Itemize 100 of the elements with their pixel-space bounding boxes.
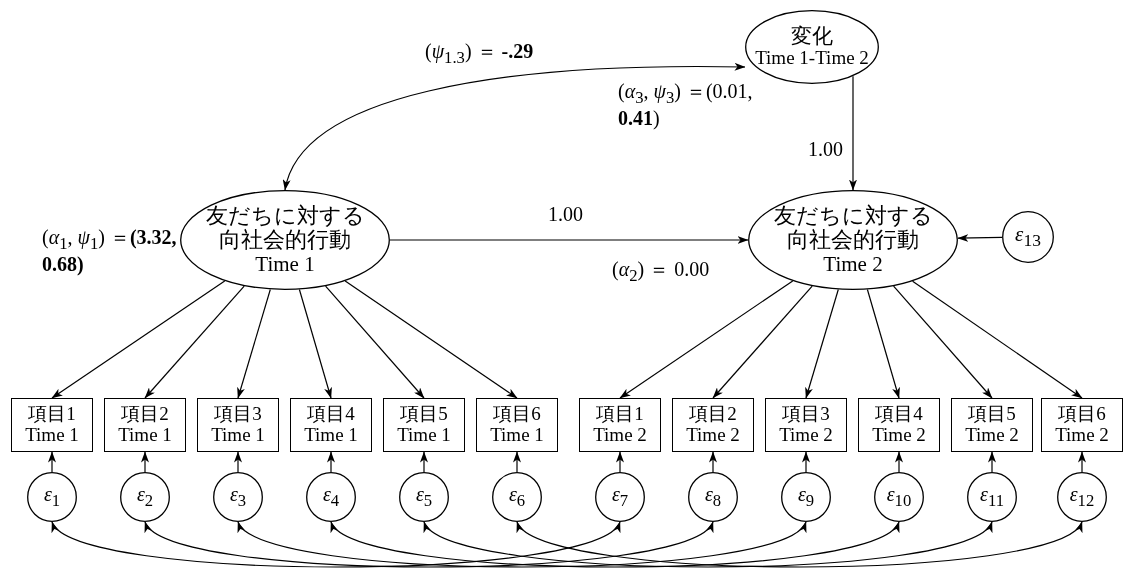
item-label: Time 1 — [25, 425, 79, 446]
path-arrow — [709, 451, 717, 473]
covariance-arrow — [237, 521, 807, 568]
error-label: ε$_{12}$ — [1069, 483, 1095, 511]
path-arrow — [866, 288, 900, 399]
latent-variable-ellipse — [745, 10, 879, 84]
item-label: 項目6 — [1058, 404, 1106, 425]
error-label: ε$_{13}$ — [1015, 223, 1041, 251]
edge-label: 1.00 — [808, 138, 843, 161]
path-arrow — [51, 280, 226, 399]
item-label: 項目3 — [214, 404, 262, 425]
covariance-arrow — [144, 521, 714, 568]
path-arrow — [802, 451, 810, 473]
path-arrow — [893, 285, 993, 399]
variable-label: Time 1 — [255, 252, 315, 276]
error-term-circle — [781, 472, 831, 522]
error-term-circle — [1057, 472, 1107, 522]
item-label: 項目2 — [689, 404, 737, 425]
item-label: 項目6 — [493, 404, 541, 425]
path-arrow — [234, 451, 242, 473]
path-arrow — [389, 236, 749, 244]
item-label: 項目5 — [400, 404, 448, 425]
item-label: 項目3 — [782, 404, 830, 425]
item-box — [197, 398, 279, 452]
covariance-arrow — [284, 62, 746, 191]
error-term-circle — [688, 472, 738, 522]
variable-label: 友だちに対する向社会的行動 — [204, 204, 366, 253]
item-label: 項目1 — [28, 404, 76, 425]
item-label: Time 1 — [490, 425, 544, 446]
error-label: ε$_{7}$ — [611, 483, 629, 511]
path-arrow — [513, 451, 521, 473]
error-term-circle — [1002, 211, 1054, 263]
edge-label: (ψ$_{1.3}$) ＝ -.29 — [425, 40, 534, 68]
item-label: 項目2 — [121, 404, 169, 425]
path-arrow — [619, 280, 794, 399]
item-box — [672, 398, 754, 452]
item-box — [951, 398, 1033, 452]
item-label: Time 2 — [686, 425, 740, 446]
item-label: Time 1 — [397, 425, 451, 446]
item-box — [290, 398, 372, 452]
path-arrow — [805, 288, 839, 399]
item-label: Time 1 — [118, 425, 172, 446]
variable-label: 友だちに対する向社会的行動 — [772, 204, 934, 253]
error-label: ε$_{3}$ — [229, 483, 247, 511]
path-arrow — [141, 451, 149, 473]
path-arrow — [616, 451, 624, 473]
path-arrow — [957, 234, 1003, 242]
latent-variable-ellipse — [748, 190, 958, 290]
path-arrow — [327, 451, 335, 473]
error-label: ε$_{10}$ — [886, 483, 912, 511]
error-term-circle — [967, 472, 1017, 522]
item-label: Time 2 — [965, 425, 1019, 446]
error-term-circle — [213, 472, 263, 522]
item-label: Time 2 — [593, 425, 647, 446]
item-box — [11, 398, 93, 452]
error-label: ε$_{1}$ — [43, 483, 61, 511]
item-box — [765, 398, 847, 452]
item-box — [476, 398, 558, 452]
error-term-circle — [306, 472, 356, 522]
path-arrow — [298, 288, 332, 399]
parameter-label: (α$_{1}$, ψ$_{1}$) ＝(3.32, 0.68) — [42, 226, 178, 277]
path-arrow — [325, 285, 425, 399]
variable-label: Time 1-Time 2 — [755, 48, 869, 69]
error-term-circle — [399, 472, 449, 522]
covariance-arrow — [423, 521, 993, 568]
error-label: ε$_{5}$ — [415, 483, 433, 511]
path-arrow — [144, 285, 245, 399]
path-arrow — [1078, 451, 1086, 473]
parameter-label: (α$_{3}$, ψ$_{3}$) ＝(0.01, 0.41) — [618, 80, 754, 131]
error-term-circle — [27, 472, 77, 522]
error-label: ε$_{8}$ — [704, 483, 722, 511]
item-label: Time 1 — [304, 425, 358, 446]
item-label: 項目4 — [307, 404, 355, 425]
item-label: Time 2 — [872, 425, 926, 446]
edge-label: 1.00 — [548, 203, 583, 226]
path-arrow — [849, 75, 857, 191]
error-term-circle — [492, 472, 542, 522]
path-arrow — [420, 451, 428, 473]
path-arrow — [712, 285, 813, 399]
error-term-circle — [120, 472, 170, 522]
item-label: Time 1 — [211, 425, 265, 446]
item-box — [104, 398, 186, 452]
covariance-arrow — [330, 521, 900, 568]
item-label: 項目1 — [596, 404, 644, 425]
error-label: ε$_{4}$ — [322, 483, 340, 511]
error-term-circle — [874, 472, 924, 522]
path-arrow — [988, 451, 996, 473]
item-box — [858, 398, 940, 452]
variable-label: 変化 — [791, 25, 833, 49]
covariance-arrow — [51, 521, 621, 568]
variable-label: Time 2 — [823, 252, 883, 276]
covariance-arrow — [516, 521, 1083, 568]
error-label: ε$_{11}$ — [980, 483, 1004, 511]
path-arrow — [48, 451, 56, 473]
item-label: 項目4 — [875, 404, 923, 425]
latent-variable-ellipse — [180, 190, 390, 290]
path-arrow — [344, 280, 518, 399]
error-label: ε$_{6}$ — [508, 483, 526, 511]
path-arrow — [895, 451, 903, 473]
item-box — [579, 398, 661, 452]
